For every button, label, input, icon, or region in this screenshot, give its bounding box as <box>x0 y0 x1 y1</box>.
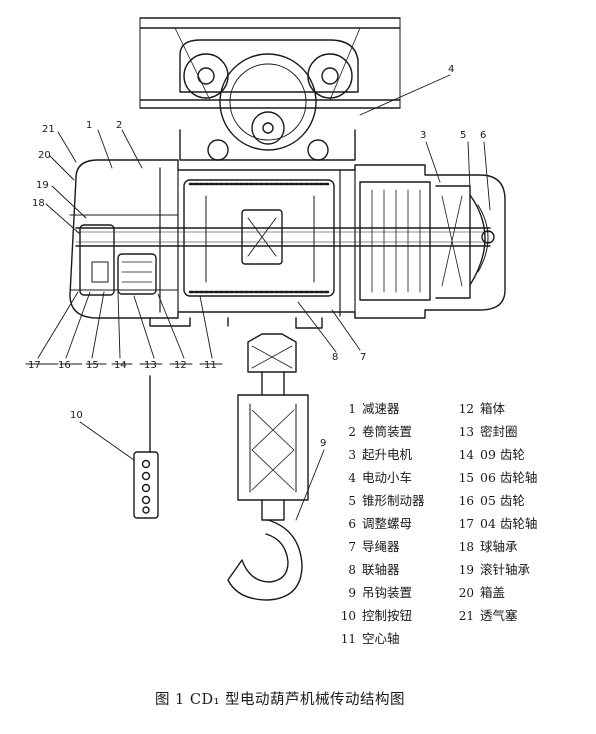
callout-18: 18 <box>32 198 45 209</box>
callout-2: 2 <box>116 120 122 131</box>
conical-brake <box>469 194 495 286</box>
callout-16: 16 <box>58 360 71 371</box>
callout-7: 7 <box>360 352 366 363</box>
callout-17: 17 <box>28 360 41 371</box>
callout-14: 14 <box>114 360 127 371</box>
callout-9: 9 <box>320 438 326 449</box>
electric-trolley <box>179 39 359 161</box>
callout-19: 19 <box>36 180 49 191</box>
callout-numbers: 1 2 3 4 5 6 7 8 9 10 11 12 13 14 15 16 1… <box>28 64 486 449</box>
reducer-gears <box>79 224 157 296</box>
callout-13: 13 <box>144 360 157 371</box>
trolley-rail <box>139 17 401 109</box>
callout-leaders <box>25 74 491 521</box>
callout-10: 10 <box>70 410 83 421</box>
callout-12: 12 <box>174 360 187 371</box>
lifting-motor <box>359 181 471 301</box>
callout-1: 1 <box>86 120 92 131</box>
callout-3: 3 <box>420 130 426 141</box>
rope-drum <box>183 179 335 297</box>
callout-21: 21 <box>42 124 55 135</box>
callout-20: 20 <box>38 150 51 161</box>
coupling <box>241 209 283 265</box>
control-pendant <box>133 375 159 519</box>
callout-15: 15 <box>86 360 99 371</box>
callout-5: 5 <box>460 130 466 141</box>
callout-8: 8 <box>332 352 338 363</box>
callout-6: 6 <box>480 130 486 141</box>
housing-brackets <box>149 317 323 329</box>
callout-11: 11 <box>204 360 217 371</box>
hook-assembly <box>227 333 309 601</box>
hollow-shaft <box>75 227 491 247</box>
figure-caption: 图 1 CD₁ 型电动葫芦机械传动结构图 <box>154 692 406 708</box>
callout-4: 4 <box>448 64 454 75</box>
hoist-housing <box>69 159 506 319</box>
